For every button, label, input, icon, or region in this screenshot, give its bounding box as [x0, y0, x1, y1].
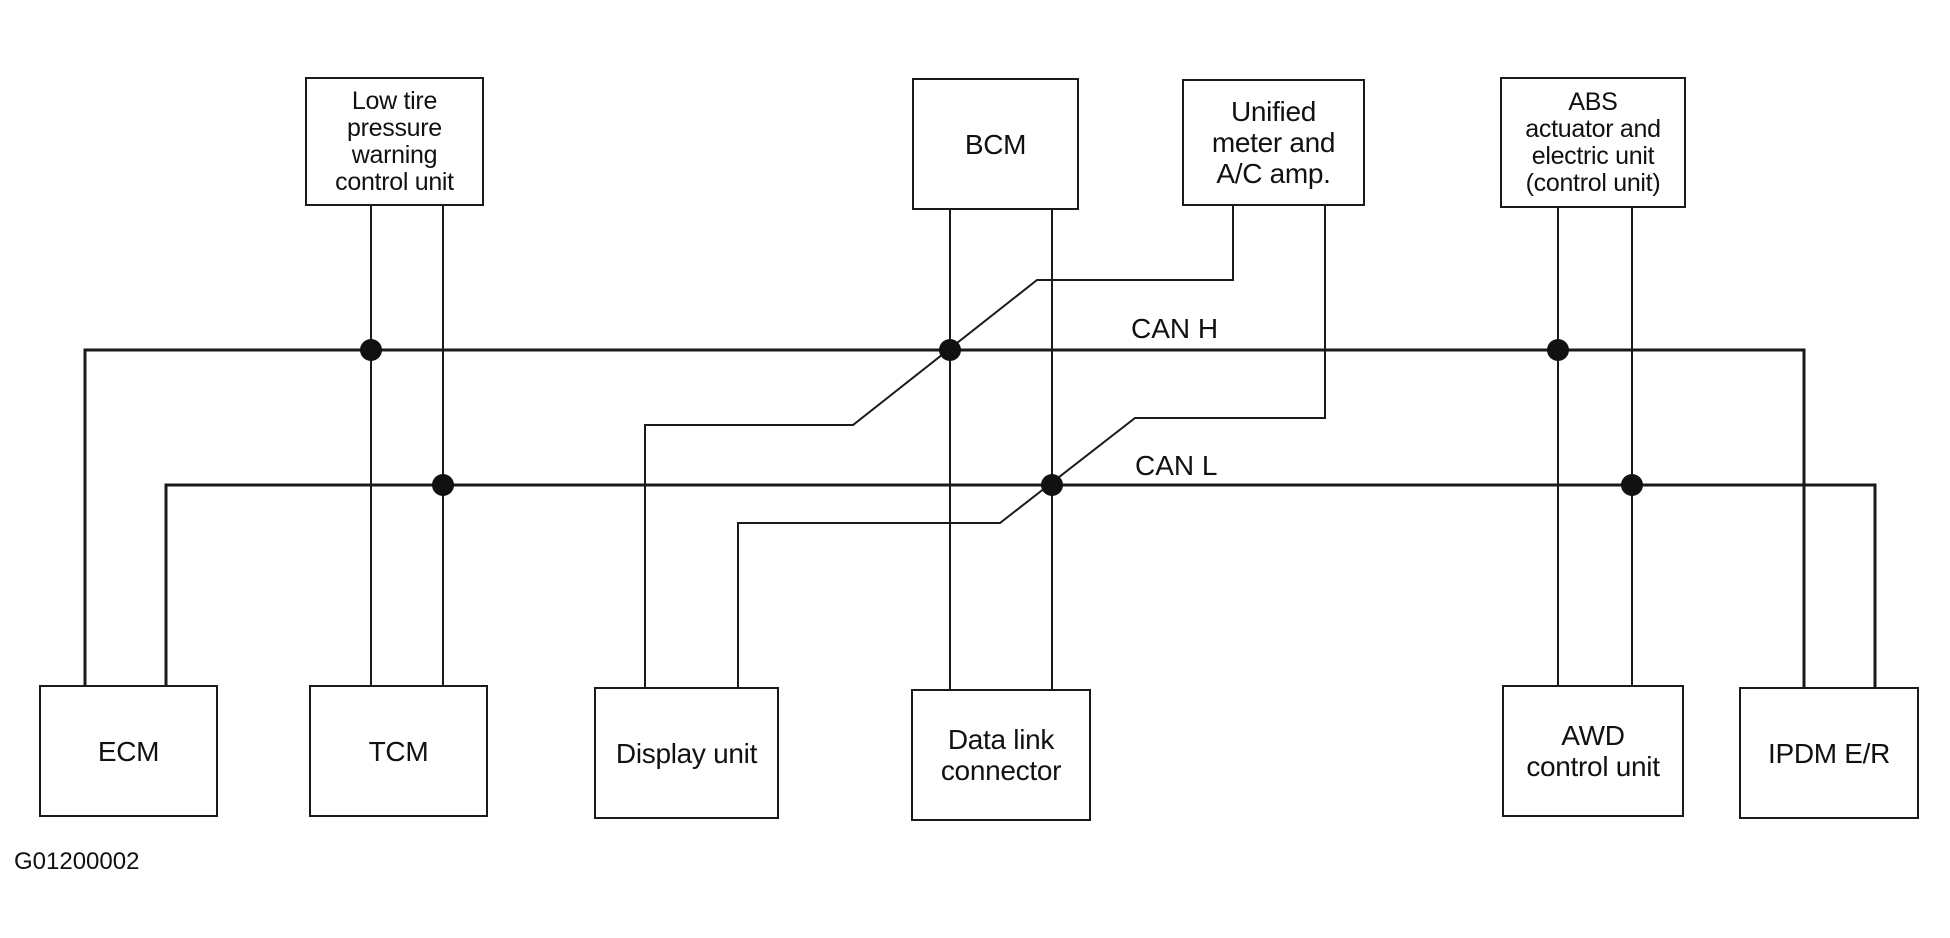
- low-tire-pressure-unit-label: Low tire pressure warning control unit: [335, 86, 454, 196]
- junction-dot: [1547, 339, 1569, 361]
- can-h-label: CAN H: [1131, 313, 1219, 344]
- tcm-label: TCM: [368, 735, 429, 767]
- data-link-connector-box: Data link connector: [911, 689, 1091, 821]
- ipdm-er-label: IPDM E/R: [1767, 737, 1891, 769]
- awd-control-unit-box: AWD control unit: [1502, 685, 1684, 817]
- can-l-label: CAN L: [1135, 450, 1218, 481]
- abs-actuator-box: ABS actuator and electric unit (control …: [1500, 77, 1686, 208]
- data-link-connector-label: Data link connector: [940, 724, 1062, 786]
- tcm-box: TCM: [309, 685, 488, 817]
- awd-control-unit-label: AWD control unit: [1526, 720, 1660, 782]
- bcm-box: BCM: [912, 78, 1079, 210]
- junction-dot: [1621, 474, 1643, 496]
- meter-display-l-wire: [737, 204, 1326, 689]
- can-l-bus-line: [164, 483, 1877, 689]
- abs-actuator-label: ABS actuator and electric unit (control …: [1525, 87, 1661, 197]
- junction-dot: [360, 339, 382, 361]
- figure-id: G01200002: [14, 848, 140, 875]
- unified-meter-box: Unified meter and A/C amp.: [1182, 79, 1365, 206]
- ecm-label: ECM: [97, 735, 160, 767]
- junction-dot: [1041, 474, 1063, 496]
- meter-display-h-wire: [644, 204, 1234, 689]
- unified-meter-label: Unified meter and A/C amp.: [1211, 96, 1336, 189]
- junction-dot: [432, 474, 454, 496]
- ipdm-er-box: IPDM E/R: [1739, 687, 1919, 819]
- can-h-bus-line: [83, 348, 1806, 689]
- ecm-box: ECM: [39, 685, 218, 817]
- display-unit-label: Display unit: [615, 737, 758, 769]
- junction-dot: [939, 339, 961, 361]
- low-tire-pressure-unit-box: Low tire pressure warning control unit: [305, 77, 484, 206]
- bcm-label: BCM: [964, 128, 1027, 160]
- display-unit-box: Display unit: [594, 687, 779, 819]
